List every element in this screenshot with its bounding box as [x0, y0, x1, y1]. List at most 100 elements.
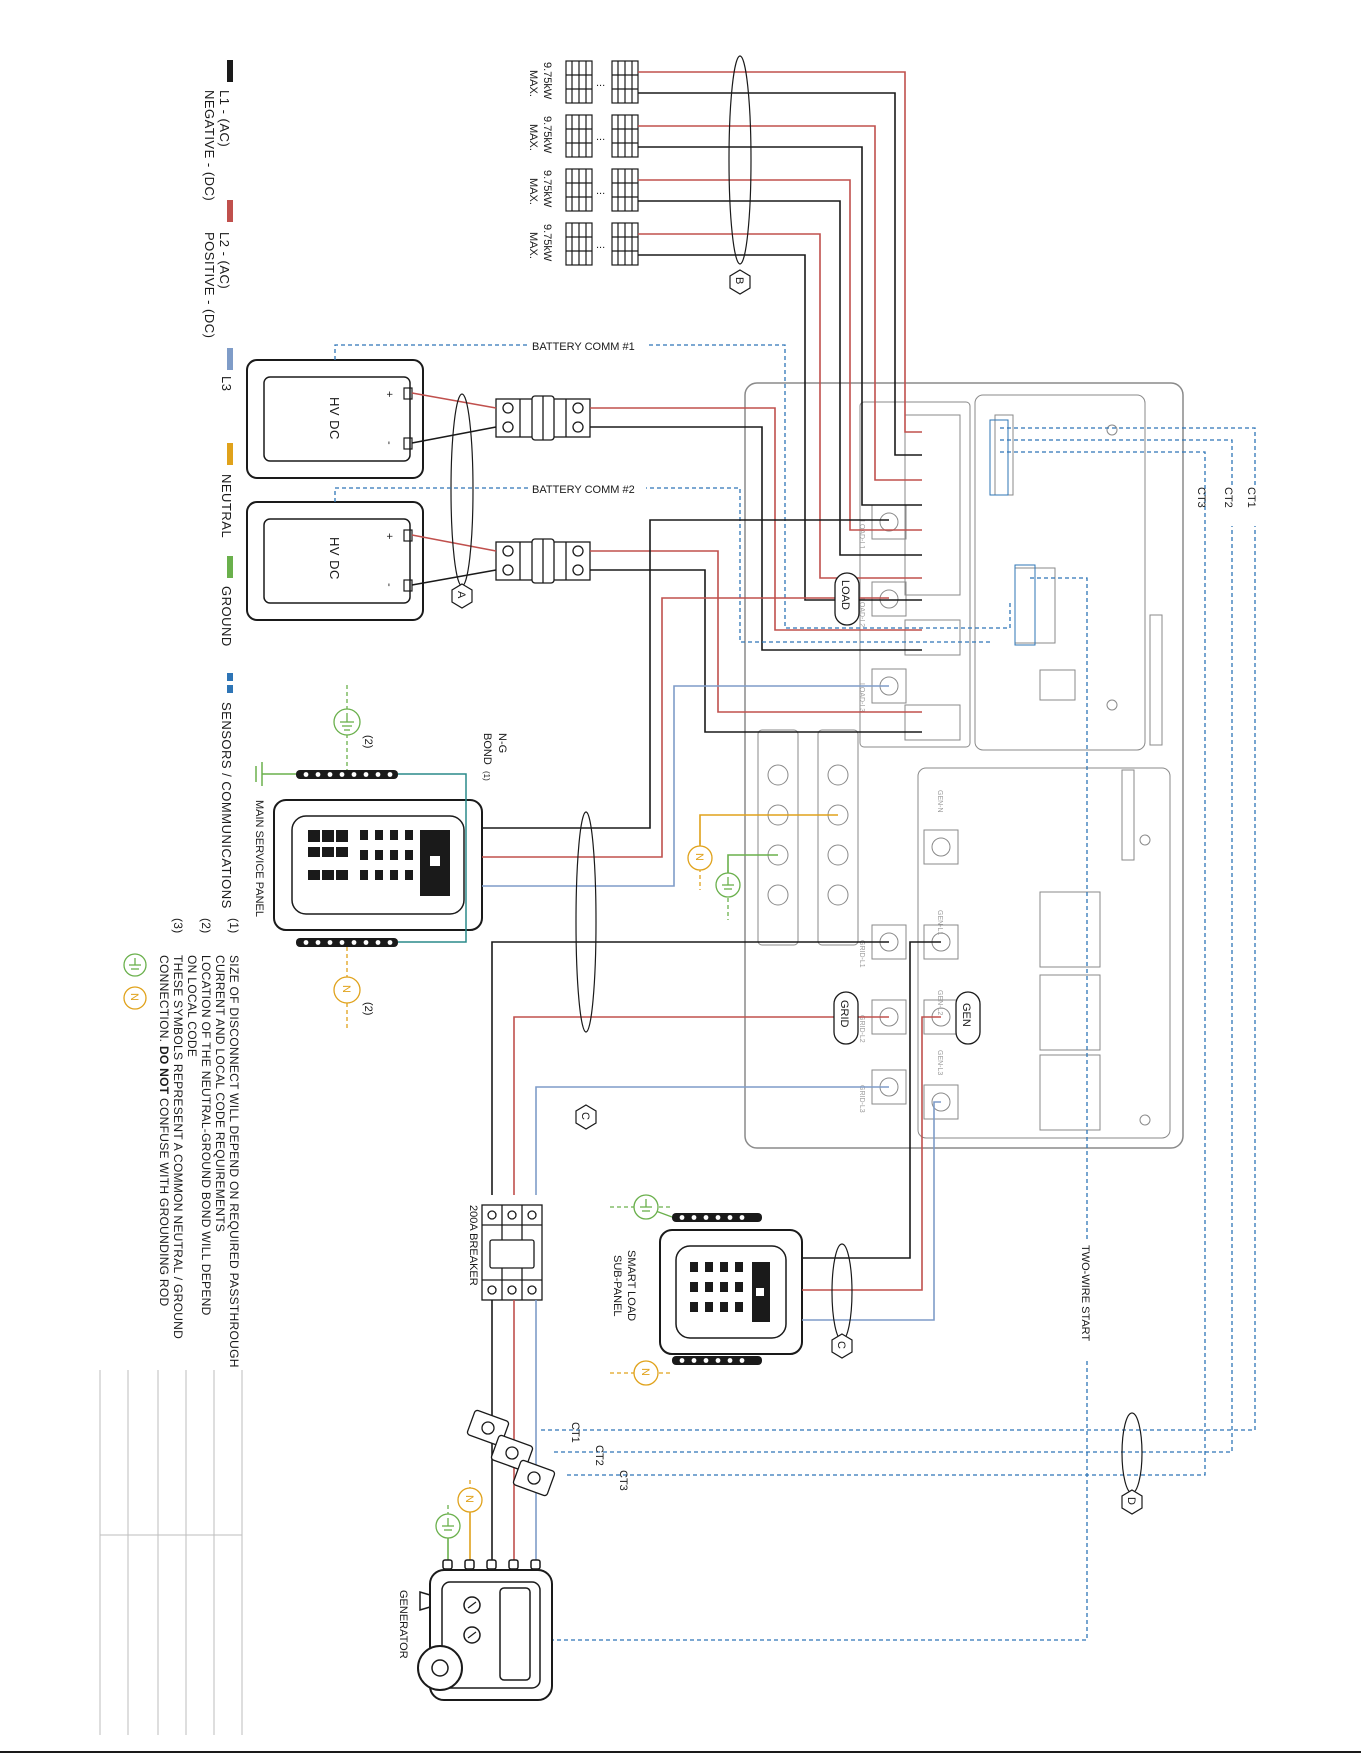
- inverter-neutral-symbol: N: [687, 845, 713, 871]
- inverter-relay-block: [1039, 669, 1076, 701]
- subpanel-wires: [802, 941, 941, 1321]
- pv-wires: [638, 71, 922, 601]
- pv-dots-3: ...: [596, 185, 605, 197]
- pv-rating-3: 9.75kW: [541, 170, 553, 208]
- subpanel-neutral-symbol: N: [633, 1360, 659, 1386]
- load-l1-stud: [879, 512, 899, 532]
- current-transformers: [466, 1409, 556, 1497]
- legend-l3: L3: [219, 376, 234, 391]
- battery-wires: [411, 392, 922, 733]
- svg-text:GRID-L1: GRID-L1: [858, 940, 865, 968]
- generator-label: GENERATOR: [397, 1590, 409, 1659]
- inverter-ct3-label: CT3: [1195, 487, 1207, 508]
- inverter-side-connector-2: [1121, 769, 1135, 861]
- inverter-side-connector: [1149, 614, 1163, 746]
- inverter-busbar-right: [817, 729, 859, 946]
- inverter-busbar-hole: [767, 884, 789, 906]
- inverter-relay-1: [1039, 891, 1101, 968]
- legend-swatch-l1: [227, 60, 233, 82]
- svg-text:GEN-L1: GEN-L1: [936, 910, 943, 935]
- svg-text:N: N: [340, 985, 352, 993]
- note-3b: CONNECTION. DO NOT CONFUSE WITH GROUNDIN…: [157, 955, 171, 1307]
- two-wire-start-label: TWO-WIRE START: [1079, 1245, 1091, 1341]
- gen-l3-stud: [931, 1092, 951, 1112]
- inverter-screw: [1106, 699, 1118, 711]
- svg-text:N: N: [128, 993, 140, 1001]
- gen-n-stud: [931, 837, 951, 857]
- main-ground-symbol: [333, 708, 361, 736]
- pv-string-1: [565, 60, 639, 104]
- inverter-upper-board: [974, 394, 1146, 751]
- legend-l1: L1 - (AC): [217, 90, 232, 147]
- pv-max-4: MAX.: [527, 232, 539, 259]
- battery-comm-1-bg: [528, 337, 646, 353]
- load-l2-terminal: [871, 581, 907, 617]
- bundle-a-ellipse: [450, 393, 474, 587]
- pv-max-2: MAX.: [527, 124, 539, 151]
- ct2-label: CT2: [593, 1445, 605, 1466]
- svg-text:GEN-L3: GEN-L3: [936, 1050, 943, 1075]
- inverter-relay-2: [1039, 974, 1101, 1051]
- notes: (1) SIZE OF DISCONNECT WILL DEPEND ON RE…: [123, 918, 241, 1368]
- inverter: [744, 382, 1184, 1149]
- battery-2-label: HV DC: [327, 537, 342, 580]
- battery-2-plus: +: [383, 533, 395, 539]
- bundle-b-ellipse: [728, 55, 752, 265]
- bundle-b-hex: B: [729, 269, 751, 295]
- svg-text:B: B: [733, 277, 745, 284]
- subpanel-ground-symbol: [633, 1194, 659, 1220]
- svg-text:GEN-L2: GEN-L2: [936, 990, 943, 1015]
- bundle-a-hex: A: [451, 583, 473, 609]
- battery-1-minus: -: [383, 441, 395, 445]
- svg-text:GEN-N: GEN-N: [936, 790, 943, 813]
- legend-l2: L2 - (AC): [217, 232, 232, 289]
- inverter-screw: [1139, 1114, 1151, 1126]
- bundle-c2-hex: C: [831, 1333, 853, 1359]
- battery-1-label: HV DC: [327, 397, 342, 440]
- inverter-lower-board: [917, 767, 1171, 1139]
- pv-rating-1: 9.75kW: [541, 62, 553, 100]
- inverter-ct2-label: CT2: [1222, 487, 1234, 508]
- gen-neutral-symbol: N: [457, 1487, 483, 1513]
- ct1-label: CT1: [569, 1422, 581, 1443]
- main-service-panel: [273, 799, 483, 931]
- grid-tag: GRID: [833, 991, 859, 1045]
- note-1: SIZE OF DISCONNECT WILL DEPEND ON REQUIR…: [227, 955, 241, 1368]
- note-3-num: (3): [171, 918, 185, 934]
- note-neutral-symbol: N: [123, 986, 147, 1010]
- main-panel-title: MAIN SERVICE PANEL: [253, 800, 265, 917]
- legend-swatch-ground: [227, 556, 233, 578]
- smart-load-subpanel: [659, 1229, 803, 1355]
- svg-text:LOAD-L3: LOAD-L3: [858, 683, 865, 712]
- svg-text:LOAD-L1: LOAD-L1: [858, 520, 865, 549]
- note-ground-symbol: [123, 953, 147, 977]
- pv-rating-2: 9.75kW: [541, 116, 553, 154]
- main-panel-bond-sup: (1): [482, 771, 491, 781]
- load-l2-stud: [879, 589, 899, 609]
- legend-swatch-l2: [227, 200, 233, 222]
- note-1b: CURRENT AND LOCAL CODE REQUIREMENTS: [213, 955, 227, 1232]
- note-2: LOCATION OF THE NEUTRAL-GROUND BOND WILL…: [199, 955, 213, 1316]
- legend-l1-sub: NEGATIVE - (DC): [202, 90, 217, 201]
- comm-terminal-block: [989, 419, 1009, 496]
- inverter-busbar-hole: [827, 764, 849, 786]
- main-panel-bond: N-G: [496, 733, 508, 753]
- legend-ground: GROUND: [219, 586, 234, 647]
- svg-text:D: D: [1125, 1497, 1137, 1505]
- load-tag: LOAD: [834, 572, 860, 626]
- inverter-terminal-strip: [859, 401, 971, 748]
- inverter-busbar-hole: [767, 764, 789, 786]
- title-block: [99, 1370, 243, 1735]
- pv-max-1: MAX.: [527, 70, 539, 97]
- pv-rating-4: 9.75kW: [541, 224, 553, 262]
- battery-comm-lines: [334, 344, 1011, 643]
- battery-2-minus: -: [383, 583, 395, 587]
- bundle-c-ellipse: [575, 811, 597, 1033]
- bundle-d-ellipse: [1121, 1412, 1143, 1494]
- inverter-connector-bank: [994, 414, 1014, 496]
- svg-text:GRID-L3: GRID-L3: [858, 1085, 865, 1113]
- svg-text:LOAD: LOAD: [839, 580, 851, 610]
- legend-swatch-neutral: [227, 443, 233, 465]
- load-l1-terminal: [871, 504, 907, 540]
- pv-labels: ... ... ... ... 9.75kW MAX. 9.75kW MAX. …: [527, 62, 605, 262]
